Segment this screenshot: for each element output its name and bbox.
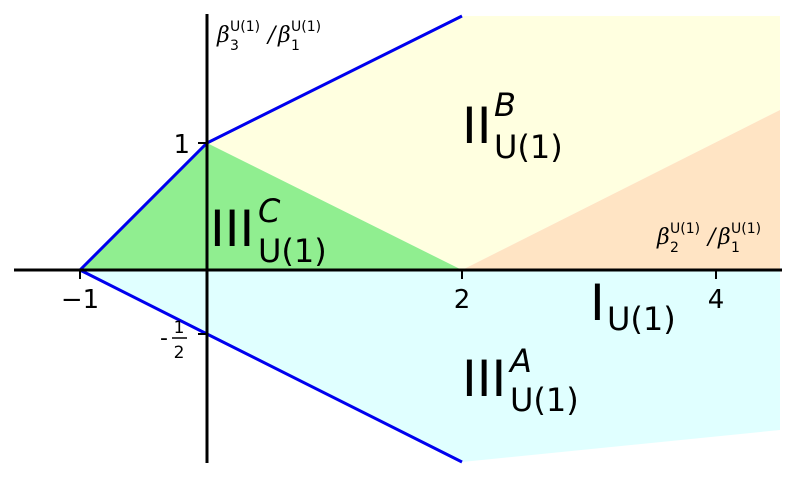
x-tick-label-neg1: −1 — [61, 285, 99, 315]
svg-text:β: β — [277, 23, 291, 48]
svg-text:1: 1 — [291, 38, 300, 54]
svg-text:U(1): U(1) — [291, 19, 321, 35]
svg-text:II: II — [462, 97, 492, 155]
svg-text:β: β — [656, 225, 670, 250]
svg-text:3: 3 — [230, 38, 239, 54]
region-IIB — [207, 16, 780, 270]
svg-text:β: β — [717, 225, 731, 250]
svg-text:β: β — [216, 23, 230, 48]
svg-text:/: / — [706, 225, 718, 250]
x-tick-label-2: 2 — [454, 285, 471, 315]
y-tick-label-half-den: 2 — [174, 343, 185, 363]
svg-text:U(1): U(1) — [494, 128, 563, 166]
svg-text:III: III — [462, 350, 506, 408]
y-axis-label: β U(1) 3 / β U(1) 1 — [216, 19, 321, 54]
svg-text:U(1): U(1) — [230, 19, 260, 35]
x-tick-label-4: 4 — [708, 285, 725, 315]
label-IIIA: III A U(1) — [462, 342, 579, 419]
svg-text:/: / — [266, 23, 278, 48]
svg-text:U(1): U(1) — [510, 381, 579, 419]
svg-text:A: A — [508, 342, 532, 380]
y-tick-label-1: 1 — [173, 130, 190, 160]
label-IIIC: III C U(1) — [210, 192, 327, 270]
y-tick-label-half-minus: - — [160, 326, 168, 351]
label-I: I U(1) — [590, 274, 676, 338]
svg-text:III: III — [210, 200, 254, 258]
svg-text:B: B — [494, 86, 516, 124]
svg-text:1: 1 — [731, 240, 740, 256]
region-IIIA — [80, 270, 780, 462]
svg-text:U(1): U(1) — [731, 221, 761, 237]
x-axis-label: β U(1) 2 / β U(1) 1 — [656, 221, 761, 256]
label-IIB: II B U(1) — [462, 86, 563, 166]
y-tick-label-half-num: 1 — [174, 318, 185, 338]
svg-text:U(1): U(1) — [258, 232, 327, 270]
svg-text:U(1): U(1) — [607, 300, 676, 338]
svg-text:U(1): U(1) — [670, 221, 700, 237]
svg-text:C: C — [258, 192, 281, 230]
svg-text:2: 2 — [670, 240, 679, 256]
svg-text:I: I — [590, 274, 605, 332]
